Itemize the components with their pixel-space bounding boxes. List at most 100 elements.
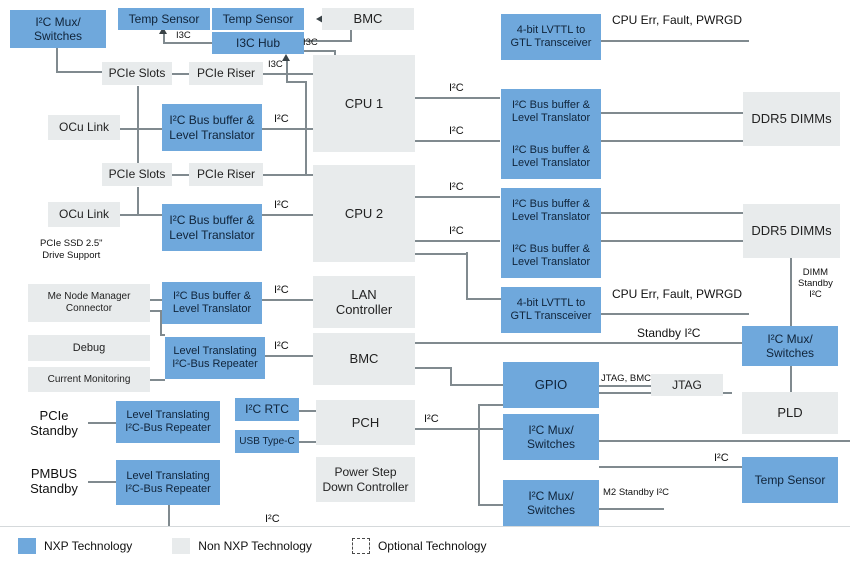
connector: [88, 422, 116, 424]
label-i2c-cpu2-a: I²C: [449, 181, 464, 193]
connector: [599, 508, 664, 510]
connector: [601, 313, 749, 315]
connector: [299, 410, 316, 412]
connector: [478, 504, 503, 506]
block-pcie-slots-2[interactable]: PCIe Slots: [102, 163, 172, 186]
legend-item-non-nxp: Non NXP Technology: [172, 538, 312, 554]
connector: [415, 196, 500, 198]
block-i2c-mux-switches-mid-right[interactable]: I²C Mux/ Switches: [742, 326, 838, 366]
label-i2c-temp-right: I²C: [714, 452, 729, 464]
connector: [56, 48, 58, 72]
connector: [172, 73, 189, 75]
connector: [262, 128, 315, 130]
block-i2c-bus-buffer-6[interactable]: I²C Bus buffer & Level Translator: [501, 233, 601, 278]
connector: [120, 128, 162, 130]
block-pld[interactable]: PLD: [742, 392, 838, 434]
connector: [601, 212, 743, 214]
connector: [601, 40, 749, 42]
connector: [466, 298, 502, 300]
connector: [120, 214, 162, 216]
block-i2c-mux-switches-top-left[interactable]: I²C Mux/ Switches: [10, 10, 106, 48]
connector: [415, 253, 467, 255]
connector: [305, 81, 307, 174]
connector: [790, 365, 792, 392]
legend-item-optional: Optional Technology: [351, 538, 486, 554]
block-jtag[interactable]: JTAG: [651, 374, 723, 396]
block-lvttl-gtl-transceiver-2[interactable]: 4-bit LVTTL to GTL Transceiver: [501, 287, 601, 333]
block-bmc-mid[interactable]: BMC: [313, 333, 415, 385]
label-i2c-buf1: I²C: [274, 113, 289, 125]
block-usb-type-c[interactable]: USB Type-C: [235, 430, 299, 453]
connector: [56, 71, 102, 73]
block-pcie-riser-1[interactable]: PCIe Riser: [189, 62, 263, 85]
label-standby-i2c: Standby I²C: [637, 326, 701, 340]
block-debug[interactable]: Debug: [28, 335, 150, 361]
label-m2-standby-i2c: M2 Standby I²C: [603, 487, 669, 498]
block-i2c-bus-buffer-4[interactable]: I²C Bus buffer & Level Translator: [501, 134, 601, 179]
connector: [262, 299, 315, 301]
connector: [350, 19, 352, 41]
connector: [163, 34, 165, 43]
label-i2c-bmc: I²C: [274, 340, 289, 352]
block-i2c-bus-buffer-2[interactable]: I²C Bus buffer & Level Translator: [162, 204, 262, 251]
legend-label-nxp: NXP Technology: [44, 539, 133, 553]
connector: [88, 481, 116, 483]
block-i2c-bus-buffer-3[interactable]: I²C Bus buffer & Level Translator: [501, 89, 601, 134]
block-ddr5-dimms-1[interactable]: DDR5 DIMMs: [743, 92, 840, 146]
block-ocu-link-2[interactable]: OCu Link: [48, 202, 120, 227]
block-level-translating-repeater-3[interactable]: Level Translating I²C-Bus Repeater: [116, 460, 220, 505]
block-i2c-rtc[interactable]: I²C RTC: [235, 398, 299, 421]
block-lan-controller[interactable]: LAN Controller: [313, 276, 415, 328]
block-i2c-bus-buffer-5[interactable]: I²C Bus buffer & Level Translator: [501, 188, 601, 233]
block-level-translating-repeater-2[interactable]: Level Translating I²C-Bus Repeater: [116, 401, 220, 443]
block-i2c-mux-switches-bottom-1[interactable]: I²C Mux/ Switches: [503, 414, 599, 460]
connector: [415, 97, 500, 99]
connector: [160, 310, 162, 335]
block-ocu-link-1[interactable]: OCu Link: [48, 115, 120, 140]
label-i2c-buf2: I²C: [274, 199, 289, 211]
block-pcie-standby: PCIe Standby: [30, 407, 78, 438]
connector: [168, 505, 170, 529]
label-i2c-cpu1-b: I²C: [449, 125, 464, 137]
connector: [172, 174, 189, 176]
label-i2c-bottom: I²C: [265, 513, 280, 525]
block-temp-sensor-right[interactable]: Temp Sensor: [742, 457, 838, 503]
block-cpu-2[interactable]: CPU 2: [313, 165, 415, 262]
label-i3c-b: I3C: [303, 37, 318, 48]
label-i2c-lan: I²C: [274, 284, 289, 296]
connector: [601, 240, 743, 242]
connector: [150, 299, 162, 301]
connector: [790, 258, 792, 326]
block-gpio[interactable]: GPIO: [503, 362, 599, 408]
block-i2c-bus-buffer-1[interactable]: I²C Bus buffer & Level Translator: [162, 104, 262, 151]
block-power-step-down-controller[interactable]: Power Step Down Controller: [316, 457, 415, 502]
connector: [286, 81, 306, 83]
block-lvttl-gtl-transceiver-1[interactable]: 4-bit LVTTL to GTL Transceiver: [501, 14, 601, 60]
connector: [599, 466, 742, 468]
block-pcie-slots-1[interactable]: PCIe Slots: [102, 62, 172, 85]
arrow-left-icon: [316, 15, 323, 23]
block-i2c-mux-switches-bottom-2[interactable]: I²C Mux/ Switches: [503, 480, 599, 526]
block-temp-sensor-2[interactable]: Temp Sensor: [212, 8, 304, 30]
block-current-monitoring[interactable]: Current Monitoring: [28, 367, 150, 392]
nxp-blue-swatch: [18, 538, 36, 554]
block-ddr5-dimms-2[interactable]: DDR5 DIMMs: [743, 204, 840, 258]
label-jtag-bmc: JTAG, BMC: [601, 373, 651, 384]
legend-label-non-nxp: Non NXP Technology: [198, 539, 312, 553]
connector: [450, 384, 503, 386]
block-pcie-riser-2[interactable]: PCIe Riser: [189, 163, 263, 186]
block-cpu-1[interactable]: CPU 1: [313, 55, 415, 152]
block-bmc-top[interactable]: BMC: [322, 8, 414, 30]
connector: [415, 367, 451, 369]
optional-dashed-swatch: [351, 538, 370, 554]
connector: [137, 187, 139, 214]
block-i2c-bus-buffer-7[interactable]: I²C Bus buffer & Level Translator: [162, 282, 262, 324]
block-me-node-manager-connector[interactable]: Me Node Manager Connector: [28, 284, 150, 322]
connector: [203, 42, 212, 44]
block-i3c-hub[interactable]: I3C Hub: [212, 32, 304, 54]
connector: [263, 73, 315, 75]
block-pch[interactable]: PCH: [316, 400, 415, 445]
block-level-translating-repeater-1[interactable]: Level Translating I²C-Bus Repeater: [165, 337, 265, 379]
block-temp-sensor-1[interactable]: Temp Sensor: [118, 8, 210, 30]
